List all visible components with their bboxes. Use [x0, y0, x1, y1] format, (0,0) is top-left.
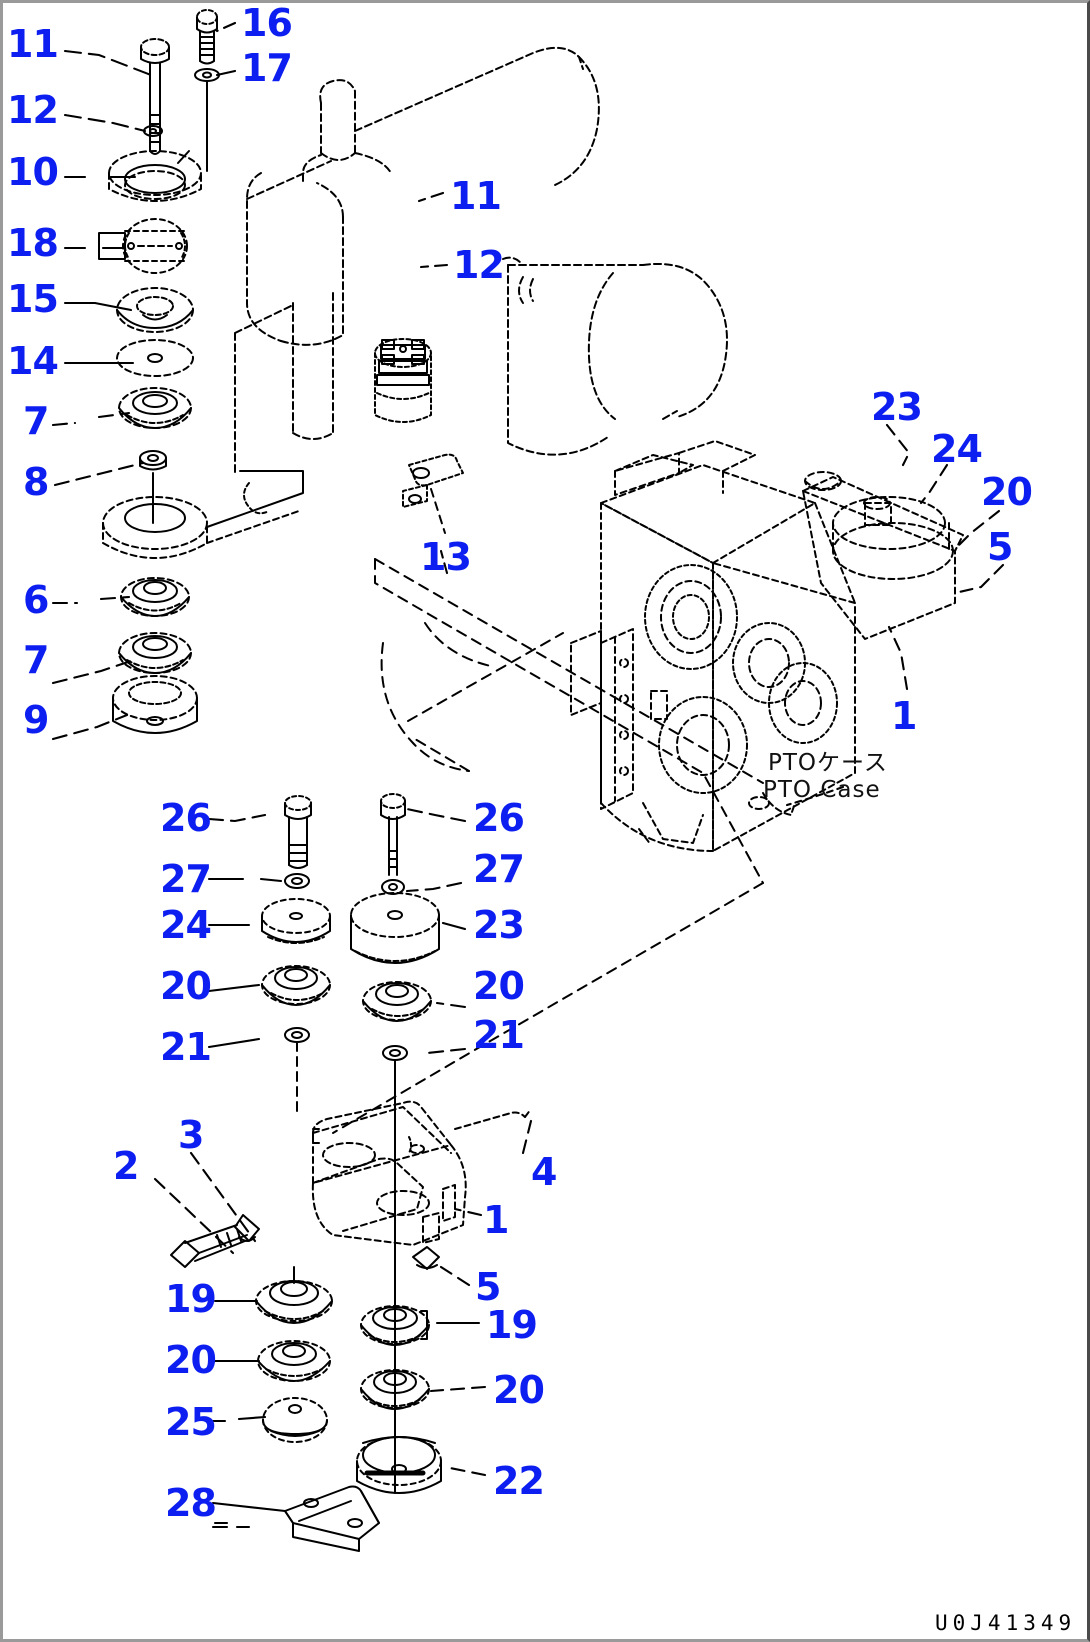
part-washer-21-left — [284, 1027, 310, 1114]
callout-label-17: 17 — [241, 46, 293, 90]
part-clip-5-lower — [412, 1246, 440, 1270]
part-bolt-16 — [196, 9, 218, 65]
assembly-upper-housing — [234, 46, 600, 474]
part-bolt-26-left — [284, 795, 312, 869]
callout-label-19: 19 — [486, 1303, 538, 1347]
part-key-28 — [284, 1485, 380, 1552]
callout-label-14: 14 — [7, 339, 59, 383]
part-cover-25 — [262, 1397, 328, 1443]
callout-label-26: 26 — [473, 796, 525, 840]
callout-label-16: 16 — [241, 1, 293, 45]
callout-label-21: 21 — [473, 1013, 525, 1057]
callout-label-1: 1 — [483, 1198, 509, 1242]
callout-label-12: 12 — [453, 243, 505, 287]
callout-label-18: 18 — [7, 221, 59, 265]
callout-label-10: 10 — [7, 150, 59, 194]
callout-label-19: 19 — [165, 1277, 217, 1321]
callout-label-20: 20 — [165, 1338, 217, 1382]
part-bolt-26-right — [380, 793, 406, 876]
callout-label-27: 27 — [473, 847, 525, 891]
callout-label-8: 8 — [23, 460, 49, 504]
part-mount-20-right-bottom — [360, 1369, 430, 1410]
part-cap-9 — [112, 675, 198, 734]
part-mount-20-left-mid — [261, 965, 331, 1006]
callout-label-5: 5 — [475, 1265, 501, 1309]
callout-label-12: 12 — [7, 88, 59, 132]
callout-label-5: 5 — [987, 525, 1013, 569]
part-washer-21-right — [382, 1045, 408, 1494]
callout-label-9: 9 — [23, 698, 49, 742]
callout-label-21: 21 — [160, 1025, 212, 1069]
leader-lines — [51, 21, 1005, 1529]
part-bearing-6 — [120, 577, 190, 617]
part-mount-19-right — [360, 1305, 430, 1346]
technical-line-art — [51, 9, 1005, 1552]
callout-label-25: 25 — [165, 1400, 217, 1444]
part-mount-20-right-mid — [362, 981, 432, 1022]
assembly-support-bracket — [311, 1100, 532, 1246]
callout-label-3: 3 — [178, 1113, 204, 1157]
callout-label-22: 22 — [493, 1459, 545, 1503]
callout-label-1: 1 — [891, 694, 917, 738]
part-washer-27-right — [381, 879, 405, 895]
construction-guides — [332, 558, 764, 1134]
part-coupling-18 — [98, 218, 188, 274]
part-washer-27-left — [284, 873, 310, 889]
callout-label-7: 7 — [23, 399, 49, 443]
part-washer-17 — [194, 68, 220, 172]
callout-label-11: 11 — [7, 22, 59, 66]
callout-label-15: 15 — [7, 277, 59, 321]
callout-label-27: 27 — [160, 857, 212, 901]
callout-label-23: 23 — [473, 903, 525, 947]
part-mount-19-left — [255, 1266, 333, 1324]
callout-label-7: 7 — [23, 638, 49, 682]
callout-label-6: 6 — [23, 578, 49, 622]
part-mount-20-left-bottom — [257, 1340, 331, 1382]
callout-label-2: 2 — [113, 1144, 139, 1188]
callout-label-20: 20 — [493, 1368, 545, 1412]
part-bracket-13 — [402, 453, 464, 534]
callout-label-28: 28 — [165, 1481, 217, 1525]
pto-case-caption-jp: PTOケース — [768, 750, 888, 776]
part-nut-8 — [139, 450, 167, 524]
assembly-right-muffler — [502, 256, 728, 456]
part-plate-24 — [261, 898, 331, 944]
pto-case-caption-en: PTO Case — [763, 777, 881, 803]
callout-label-20: 20 — [160, 964, 212, 1008]
part-valve-block — [374, 338, 432, 423]
part-shim-14 — [116, 339, 194, 377]
part-pin-3 — [234, 1214, 260, 1242]
part-bearing-7-upper — [118, 387, 192, 429]
callout-label-20: 20 — [981, 470, 1033, 514]
part-flange-base — [102, 470, 304, 559]
part-cup-22 — [356, 1436, 442, 1494]
callout-label-24: 24 — [160, 903, 212, 947]
diagram-artboard — [3, 3, 1087, 1639]
part-spacer-23-mid — [350, 892, 440, 964]
part-plate-15 — [116, 287, 194, 333]
part-housing-10 — [108, 150, 202, 202]
callout-label-11: 11 — [450, 174, 502, 218]
part-bearing-7-lower — [118, 632, 192, 674]
callout-label-24: 24 — [931, 427, 983, 471]
callout-label-23: 23 — [871, 385, 923, 429]
callout-label-20: 20 — [473, 964, 525, 1008]
callout-label-4: 4 — [531, 1150, 557, 1194]
callout-label-13: 13 — [420, 535, 472, 579]
drawing-number: U0J41349 — [935, 1611, 1077, 1635]
assembly-pto-case — [570, 440, 964, 852]
callout-label-26: 26 — [160, 796, 212, 840]
